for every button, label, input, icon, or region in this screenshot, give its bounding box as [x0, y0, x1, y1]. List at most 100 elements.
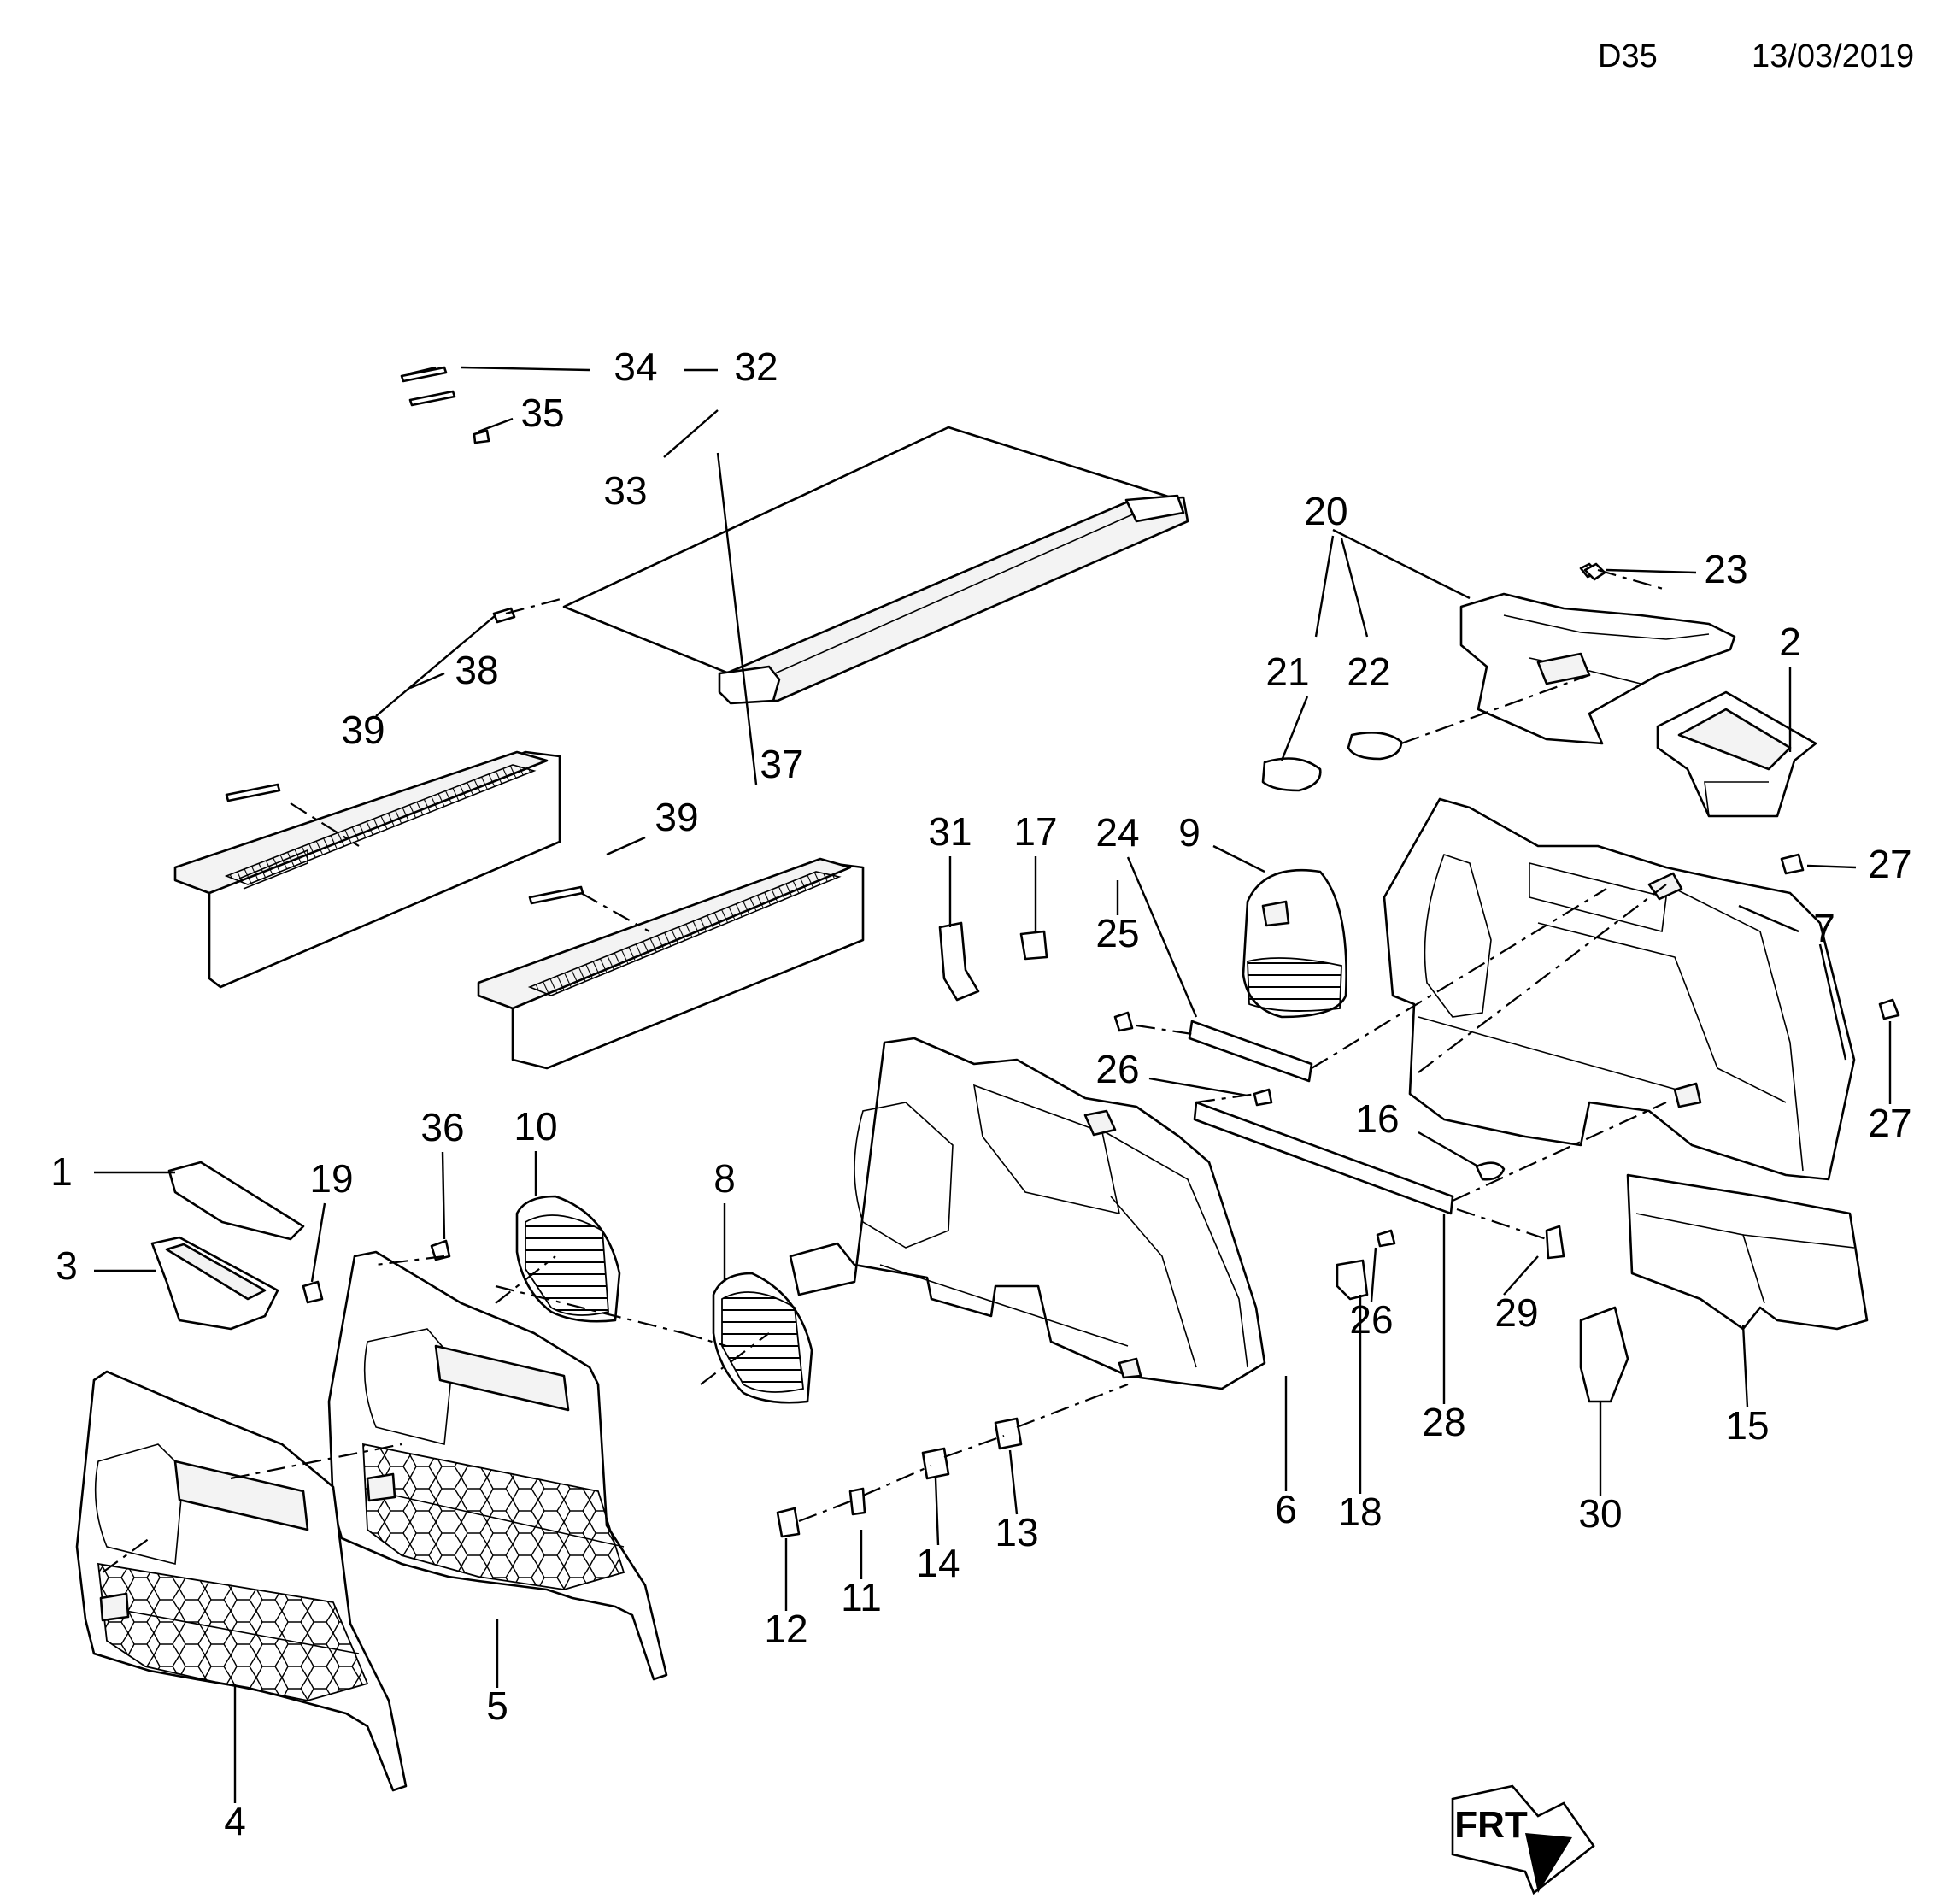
- diagram-date: 13/03/2019: [1752, 38, 1914, 74]
- callout-33: 33: [603, 468, 647, 513]
- callout-25: 25: [1095, 911, 1139, 955]
- callout-39: 39: [655, 795, 698, 839]
- leader-line: [716, 452, 758, 785]
- leader-line: [1806, 864, 1857, 869]
- callout-11: 11: [841, 1575, 882, 1619]
- dashed-leader: [1456, 1208, 1547, 1241]
- part-24-rail: [1188, 1020, 1313, 1083]
- leader-line: [663, 409, 719, 458]
- callout-26: 26: [1095, 1047, 1139, 1091]
- part-2-storage-pocket: [1656, 690, 1817, 818]
- callout-8: 8: [713, 1156, 736, 1201]
- part-33-clip: [492, 607, 516, 624]
- part-19-clip: [302, 1280, 324, 1304]
- leader-line: [1340, 538, 1369, 638]
- leader-line: [1332, 528, 1471, 600]
- part-39-clip-b: [528, 885, 584, 905]
- callout-34: 34: [614, 344, 657, 389]
- dashed-leader: [943, 1434, 1005, 1459]
- leader-line: [1148, 1077, 1248, 1097]
- part-11-screw: [848, 1487, 866, 1516]
- callout-4: 4: [224, 1799, 246, 1843]
- part-31-bracket: [938, 921, 980, 1002]
- part-27-clip-a: [1780, 853, 1805, 875]
- part-27-clip-b: [1878, 998, 1900, 1020]
- dashed-leader: [505, 596, 565, 615]
- part-20-upper-trim: [1459, 562, 1736, 745]
- callout-24: 24: [1095, 810, 1139, 855]
- callout-9: 9: [1178, 810, 1201, 855]
- dashed-leader: [1016, 1383, 1129, 1429]
- frt-label: FRT: [1454, 1804, 1528, 1846]
- leader-line: [1370, 1247, 1377, 1302]
- callout-2: 2: [1779, 620, 1801, 664]
- dashed-leader: [798, 1498, 855, 1523]
- part-32-luggage-cover: [562, 426, 1189, 705]
- dashed-leader: [862, 1464, 932, 1497]
- callout-37: 37: [760, 742, 803, 786]
- leader-line: [1606, 568, 1697, 574]
- callout-1: 1: [50, 1149, 73, 1194]
- part-21-lamp-lens: [1261, 757, 1322, 792]
- part-22-lamp: [1347, 732, 1403, 761]
- leader-line: [1738, 904, 1799, 933]
- callout-12: 12: [764, 1607, 807, 1651]
- part-14-clip: [921, 1447, 950, 1480]
- part-16-plug: [1475, 1161, 1506, 1181]
- leader-line: [409, 672, 445, 690]
- part-26-screw-a: [1253, 1088, 1273, 1107]
- callout-21: 21: [1265, 649, 1309, 694]
- part-15-lower-cover: [1626, 1173, 1869, 1331]
- dashed-leader: [1452, 1102, 1667, 1202]
- callout-10: 10: [514, 1104, 557, 1149]
- part-29-clip: [1545, 1225, 1565, 1260]
- callout-27: 27: [1868, 842, 1911, 886]
- part-13-clip: [994, 1417, 1023, 1450]
- leader-line: [1418, 1131, 1479, 1168]
- callout-20: 20: [1304, 489, 1347, 533]
- dashed-leader: [1418, 884, 1667, 1073]
- leader-line: [1741, 1324, 1749, 1408]
- part-37-sill-trim: [477, 857, 865, 1070]
- leader-line: [1126, 856, 1198, 1018]
- leader-line: [1503, 1255, 1539, 1296]
- part-12-clip: [776, 1507, 801, 1538]
- dashed-leader: [683, 1331, 727, 1348]
- dashed-leader: [495, 1284, 684, 1335]
- part-7-right-quarter-trim: [1383, 797, 1856, 1181]
- callout-17: 17: [1013, 809, 1057, 854]
- dashed-leader: [375, 1255, 445, 1266]
- part-38-sill-trim: [173, 750, 561, 989]
- callout-7: 7: [1813, 906, 1835, 950]
- callout-32: 32: [734, 344, 778, 389]
- leader-line: [375, 614, 496, 717]
- leader-line: [1818, 943, 1847, 1061]
- callout-30: 30: [1578, 1491, 1622, 1536]
- part-4-trim-panel: [75, 1370, 408, 1792]
- callout-3: 3: [56, 1243, 78, 1288]
- part-3-storage-pocket: [150, 1236, 279, 1331]
- part-1-cover: [167, 1161, 305, 1241]
- part-36-clip: [430, 1239, 451, 1261]
- callout-26: 26: [1349, 1297, 1393, 1342]
- callout-39: 39: [341, 708, 385, 752]
- callout-19: 19: [309, 1156, 353, 1201]
- callout-16: 16: [1355, 1096, 1399, 1141]
- callout-13: 13: [995, 1510, 1038, 1554]
- dashed-leader: [700, 1332, 770, 1385]
- callout-15: 15: [1725, 1403, 1769, 1448]
- leader-line: [1212, 844, 1265, 873]
- front-direction-badge: FRT: [1451, 1784, 1595, 1895]
- part-18-bracket: [1336, 1259, 1369, 1301]
- callout-18: 18: [1338, 1490, 1382, 1534]
- leader-line: [934, 1478, 940, 1546]
- dashed-leader: [1597, 568, 1667, 591]
- dashed-leader: [102, 1537, 150, 1573]
- dashed-leader: [230, 1443, 402, 1480]
- part-34-35-hardware: [400, 366, 490, 444]
- callout-22: 22: [1347, 649, 1390, 694]
- callout-36: 36: [420, 1105, 464, 1149]
- leader-line: [1314, 535, 1335, 638]
